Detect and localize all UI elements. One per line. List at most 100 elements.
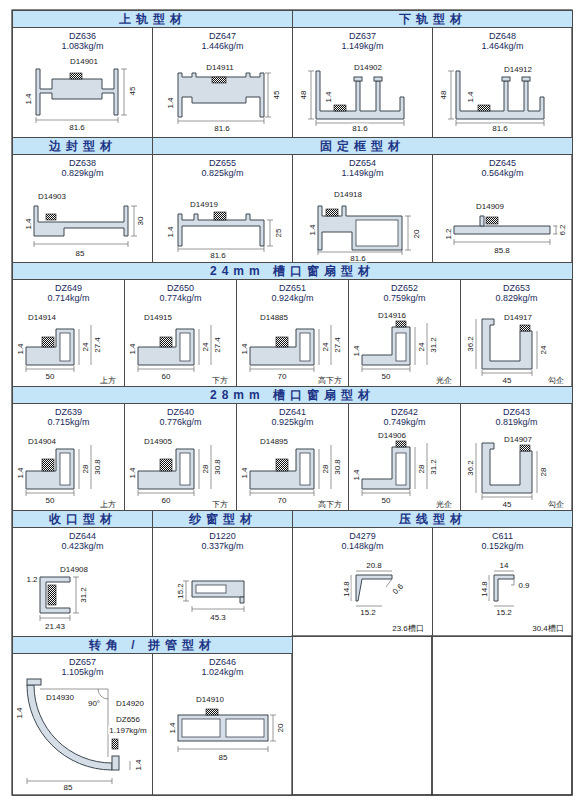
profile-drawing — [351, 571, 392, 606]
dimension-label: 1.4 — [16, 342, 25, 355]
profile-section — [178, 715, 268, 741]
profile-section — [362, 447, 410, 489]
dimension-label: 45 — [128, 86, 137, 97]
section-header: 固定框型材 — [152, 137, 573, 155]
profile-section — [456, 71, 544, 119]
dimension-label: 下方 — [211, 376, 229, 385]
profile-drawing — [318, 206, 411, 255]
dimension-label: 90° — [87, 699, 101, 708]
profile-drawing — [308, 71, 404, 126]
gasket-strip — [520, 445, 530, 451]
gasket-strip — [396, 441, 406, 447]
profile-drawing — [178, 709, 276, 752]
profile-drawing — [454, 216, 559, 245]
dimension-label: 81.6 — [209, 251, 227, 260]
profile-code: D4279 — [349, 531, 376, 541]
unit-weight: 0.759kg/m — [383, 293, 425, 303]
dimension-label: 50 — [45, 372, 56, 381]
profile-section — [502, 77, 510, 81]
profile-section — [112, 756, 119, 770]
unit-weight: 0.749kg/m — [383, 417, 425, 427]
dimension-label: 15.2 — [176, 582, 185, 600]
section-header: 下轨型材 — [292, 10, 573, 28]
profile-section — [356, 575, 392, 601]
dimension-label: 50 — [45, 496, 56, 505]
profile-drawing — [476, 319, 537, 376]
profile-section — [250, 329, 314, 365]
profile-drawing — [362, 321, 427, 372]
gasket-code: D14895 — [259, 437, 289, 446]
dimension-label: 70 — [277, 372, 288, 381]
gasket-strip — [42, 337, 54, 347]
gasket-strip — [112, 739, 118, 749]
dimension-line — [362, 323, 427, 372]
dimension-line — [183, 581, 244, 612]
gasket-strip — [214, 212, 226, 220]
gasket-code: D14905 — [143, 437, 173, 446]
profile-cell: DZ6471.446kg/m — [152, 27, 293, 138]
dimension-line — [250, 325, 331, 372]
gasket-code: D14919 — [189, 200, 219, 209]
dimension-label: 85 — [218, 753, 229, 762]
profile-cavity — [300, 333, 310, 361]
gasket-strip — [486, 217, 498, 224]
profile-code: DZ645 — [489, 158, 516, 168]
dimension-label: 1.4 — [15, 706, 24, 719]
profile-cell: DZ6380.829kg/m — [12, 154, 153, 263]
dimension-label: 28 — [417, 464, 426, 475]
profile-code: DZ644 — [69, 531, 96, 541]
profile-drawing — [40, 577, 79, 621]
unit-weight: 0.715kg/m — [47, 417, 89, 427]
dimension-label: 45 — [502, 500, 513, 509]
dimension-label: 1.4 — [128, 342, 137, 355]
profile-code: DZ655 — [209, 158, 236, 168]
dimension-label: 勾企 — [547, 376, 565, 385]
profile-cell: DZ6490.714kg/m — [12, 279, 125, 387]
profile-cell: DZ6371.149kg/m — [292, 27, 433, 138]
dimension-label: 1.4 — [240, 342, 249, 355]
profile-section — [138, 449, 194, 489]
dimension-line — [36, 69, 127, 123]
unit-weight: 1.083kg/m — [61, 41, 103, 51]
dimension-label: 85.8 — [493, 246, 511, 255]
profile-cavity — [196, 585, 226, 593]
dimension-label: 81.6 — [351, 124, 369, 133]
dimension-label: 14.8 — [342, 580, 351, 598]
dimension-label: 31.2 — [79, 586, 88, 604]
dimension-label: 1.4 — [352, 468, 361, 481]
dimension-label: 20 — [412, 229, 421, 240]
dimension-label: 31.2 — [429, 458, 438, 476]
dimension-label: 高下方 — [317, 500, 343, 509]
profile-code: DZ637 — [349, 31, 376, 41]
dimension-label: 50 — [381, 496, 392, 505]
dimension-label: DZ656 — [115, 715, 141, 724]
dimension-label: 45 — [502, 376, 513, 385]
dimension-label: 1.4 — [240, 466, 249, 479]
dimension-line — [178, 715, 276, 752]
profile-drawing — [362, 441, 427, 496]
unit-weight: 0.819kg/m — [495, 417, 537, 427]
gasket-code: D14914 — [27, 313, 57, 322]
gasket-strip — [478, 105, 490, 111]
dimension-line — [489, 571, 514, 606]
unit-weight: 1.446kg/m — [201, 41, 243, 51]
section-title: 下轨型材 — [399, 11, 467, 28]
dimension-label: 24 — [417, 342, 426, 353]
dimension-label: 下方 — [211, 500, 229, 509]
dimension-label: 48 — [299, 90, 308, 101]
profile-cell: DZ6530.829kg/m — [460, 279, 573, 387]
profile-section — [494, 575, 514, 601]
dimension-line — [26, 325, 91, 372]
profile-drawing — [250, 325, 331, 372]
profile-code: DZ653 — [503, 283, 530, 293]
dimension-label: 15.2 — [495, 608, 513, 617]
profile-cell: DZ6481.464kg/m — [432, 27, 573, 138]
profile-cell: DZ6541.149kg/m — [292, 154, 433, 263]
profile-code: DZ639 — [55, 407, 82, 417]
profile-cell: DZ6571.105kg/m — [12, 653, 153, 796]
dimension-label: 1.4 — [24, 92, 33, 105]
gasket-code: D14902 — [353, 63, 383, 72]
profile-code: DZ649 — [55, 283, 82, 293]
profile-cell: DZ6520.759kg/m — [348, 279, 461, 387]
profile-cell: D42790.148kg/m — [292, 527, 433, 637]
